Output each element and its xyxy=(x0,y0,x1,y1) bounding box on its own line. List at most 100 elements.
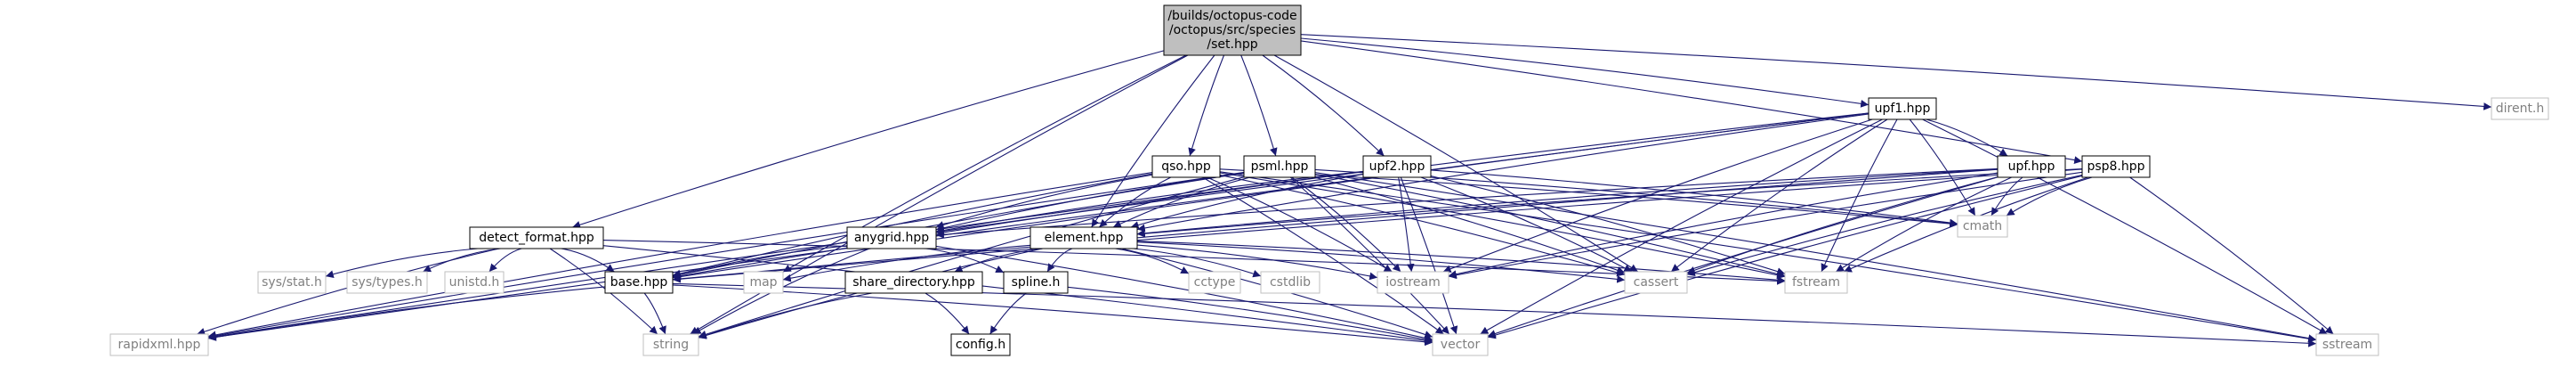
node-element-box xyxy=(1030,226,1138,249)
node-sstream-label: sstream xyxy=(2322,338,2372,352)
node-dirent: dirent.h xyxy=(2491,97,2549,120)
node-detect_format-box xyxy=(469,226,604,249)
edge-set-to-map xyxy=(782,54,1187,273)
edge-upf1-to-upf xyxy=(1926,118,2008,157)
edge-share_directory-to-config xyxy=(925,292,970,335)
edge-upf1-to-cassert xyxy=(1670,118,1888,273)
node-upf[interactable]: upf.hpp xyxy=(1997,155,2066,178)
node-upf2-box xyxy=(1362,155,1432,178)
node-set-box xyxy=(1163,4,1302,56)
node-set-label: /octopus/src/species xyxy=(1169,23,1296,37)
node-upf1[interactable]: upf1.hpp xyxy=(1868,97,1937,120)
edge-element-to-map xyxy=(782,244,1031,282)
edge-element-to-share_directory xyxy=(954,248,1044,273)
edge-upf2-to-fstream xyxy=(1430,175,1786,275)
node-vector-label: vector xyxy=(1441,338,1481,352)
edge-spline-to-vector xyxy=(1067,286,1433,344)
node-anygrid-box xyxy=(846,226,937,249)
edges-layer xyxy=(197,34,2492,347)
node-base-label: base.hpp xyxy=(610,275,668,290)
edge-spline-to-config xyxy=(989,292,1027,335)
edge-qso-to-anygrid xyxy=(935,174,1153,229)
edge-upf2-to-iostream xyxy=(1398,176,1415,273)
nodes-layer: /builds/octopus-code/octopus/src/species… xyxy=(109,4,2549,356)
node-sys_stat-label: sys/stat.h xyxy=(262,275,322,290)
node-base[interactable]: base.hpp xyxy=(604,271,674,294)
node-unistd: unistd.h xyxy=(444,271,505,294)
node-string: string xyxy=(642,333,699,356)
node-sstream-box xyxy=(2315,333,2379,356)
node-detect_format-label: detect_format.hpp xyxy=(479,231,594,245)
edge-detect_format-to-sys_stat xyxy=(325,248,479,279)
node-cassert-box xyxy=(1624,271,1688,294)
node-set[interactable]: /builds/octopus-code/octopus/src/species… xyxy=(1163,4,1302,56)
edge-element-to-iostream xyxy=(1136,244,1378,281)
node-map: map xyxy=(743,271,784,294)
node-upf1-label: upf1.hpp xyxy=(1875,102,1931,116)
node-sys_types-box xyxy=(346,271,428,294)
node-fstream-label: fstream xyxy=(1792,275,1840,290)
node-element[interactable]: element.hpp xyxy=(1030,226,1138,249)
edge-detect_format-to-base xyxy=(561,248,615,273)
node-upf2-label: upf2.hpp xyxy=(1369,159,1425,174)
node-unistd-box xyxy=(444,271,505,294)
edge-anygrid-to-base xyxy=(672,245,848,279)
node-spline-label: spline.h xyxy=(1012,275,1061,290)
node-spline-box xyxy=(1003,271,1069,294)
node-string-box xyxy=(642,333,699,356)
node-detect_format[interactable]: detect_format.hpp xyxy=(469,226,604,249)
edge-upf1-to-iostream xyxy=(1442,118,1873,273)
edge-qso-to-vector xyxy=(1202,176,1444,335)
node-iostream: iostream xyxy=(1377,271,1450,294)
edge-upf2-to-cmath xyxy=(1430,169,1958,227)
node-upf-box xyxy=(1997,155,2066,178)
node-upf2[interactable]: upf2.hpp xyxy=(1362,155,1432,178)
node-cstdlib-label: cstdlib xyxy=(1270,275,1311,290)
node-anygrid[interactable]: anygrid.hpp xyxy=(846,226,937,249)
node-cctype: cctype xyxy=(1188,271,1241,294)
edge-upf-to-element xyxy=(1136,168,1999,238)
node-element-label: element.hpp xyxy=(1045,231,1124,245)
edge-qso-to-element xyxy=(1098,176,1172,228)
node-config-label: config.h xyxy=(956,338,1005,352)
edge-psml-to-cassert xyxy=(1313,176,1626,274)
edge-upf2-to-rapidxml xyxy=(207,170,1364,341)
edge-psp8-to-cmath xyxy=(2006,176,2093,216)
node-qso[interactable]: qso.hpp xyxy=(1151,155,1221,178)
node-sys_types-label: sys/types.h xyxy=(351,275,422,290)
edge-upf1-to-vector xyxy=(1480,118,1883,335)
edge-psp8-to-cassert xyxy=(1686,175,2083,276)
node-dirent-box xyxy=(2491,97,2549,120)
edge-set-to-psp8 xyxy=(1300,40,2083,164)
edge-psml-to-element xyxy=(1112,176,1251,228)
node-psp8[interactable]: psp8.hpp xyxy=(2081,155,2151,178)
edge-upf-to-iostream xyxy=(1448,172,1999,278)
edge-detect_format-to-sys_types xyxy=(423,248,501,273)
node-cstdlib-box xyxy=(1260,271,1320,294)
edge-element-to-fstream xyxy=(1136,241,1786,284)
node-sys_stat: sys/stat.h xyxy=(257,271,327,294)
node-spline[interactable]: spline.h xyxy=(1003,271,1069,294)
node-config[interactable]: config.h xyxy=(950,333,1011,356)
node-psml[interactable]: psml.hpp xyxy=(1243,155,1316,178)
node-anygrid-label: anygrid.hpp xyxy=(854,231,929,245)
edge-psp8-to-base xyxy=(672,168,2083,283)
node-share_directory-box xyxy=(844,271,983,294)
node-upf-label: upf.hpp xyxy=(2008,159,2055,174)
node-iostream-box xyxy=(1377,271,1450,294)
node-cmath-box xyxy=(1957,215,2008,238)
node-fstream-box xyxy=(1784,271,1848,294)
node-upf1-box xyxy=(1868,97,1937,120)
node-rapidxml-label: rapidxml.hpp xyxy=(118,338,201,352)
node-sys_stat-box xyxy=(257,271,327,294)
node-psp8-box xyxy=(2081,155,2151,178)
edge-upf1-to-fstream xyxy=(1821,118,1898,273)
node-share_directory[interactable]: share_directory.hpp xyxy=(844,271,983,294)
edge-upf1-to-rapidxml xyxy=(207,112,1869,341)
edge-psp8-to-sstream xyxy=(2129,176,2334,335)
edge-anygrid-to-spline xyxy=(925,248,1005,274)
edge-qso-to-sstream xyxy=(1219,171,2317,343)
node-cctype-box xyxy=(1188,271,1241,294)
node-psp8-label: psp8.hpp xyxy=(2087,159,2144,174)
